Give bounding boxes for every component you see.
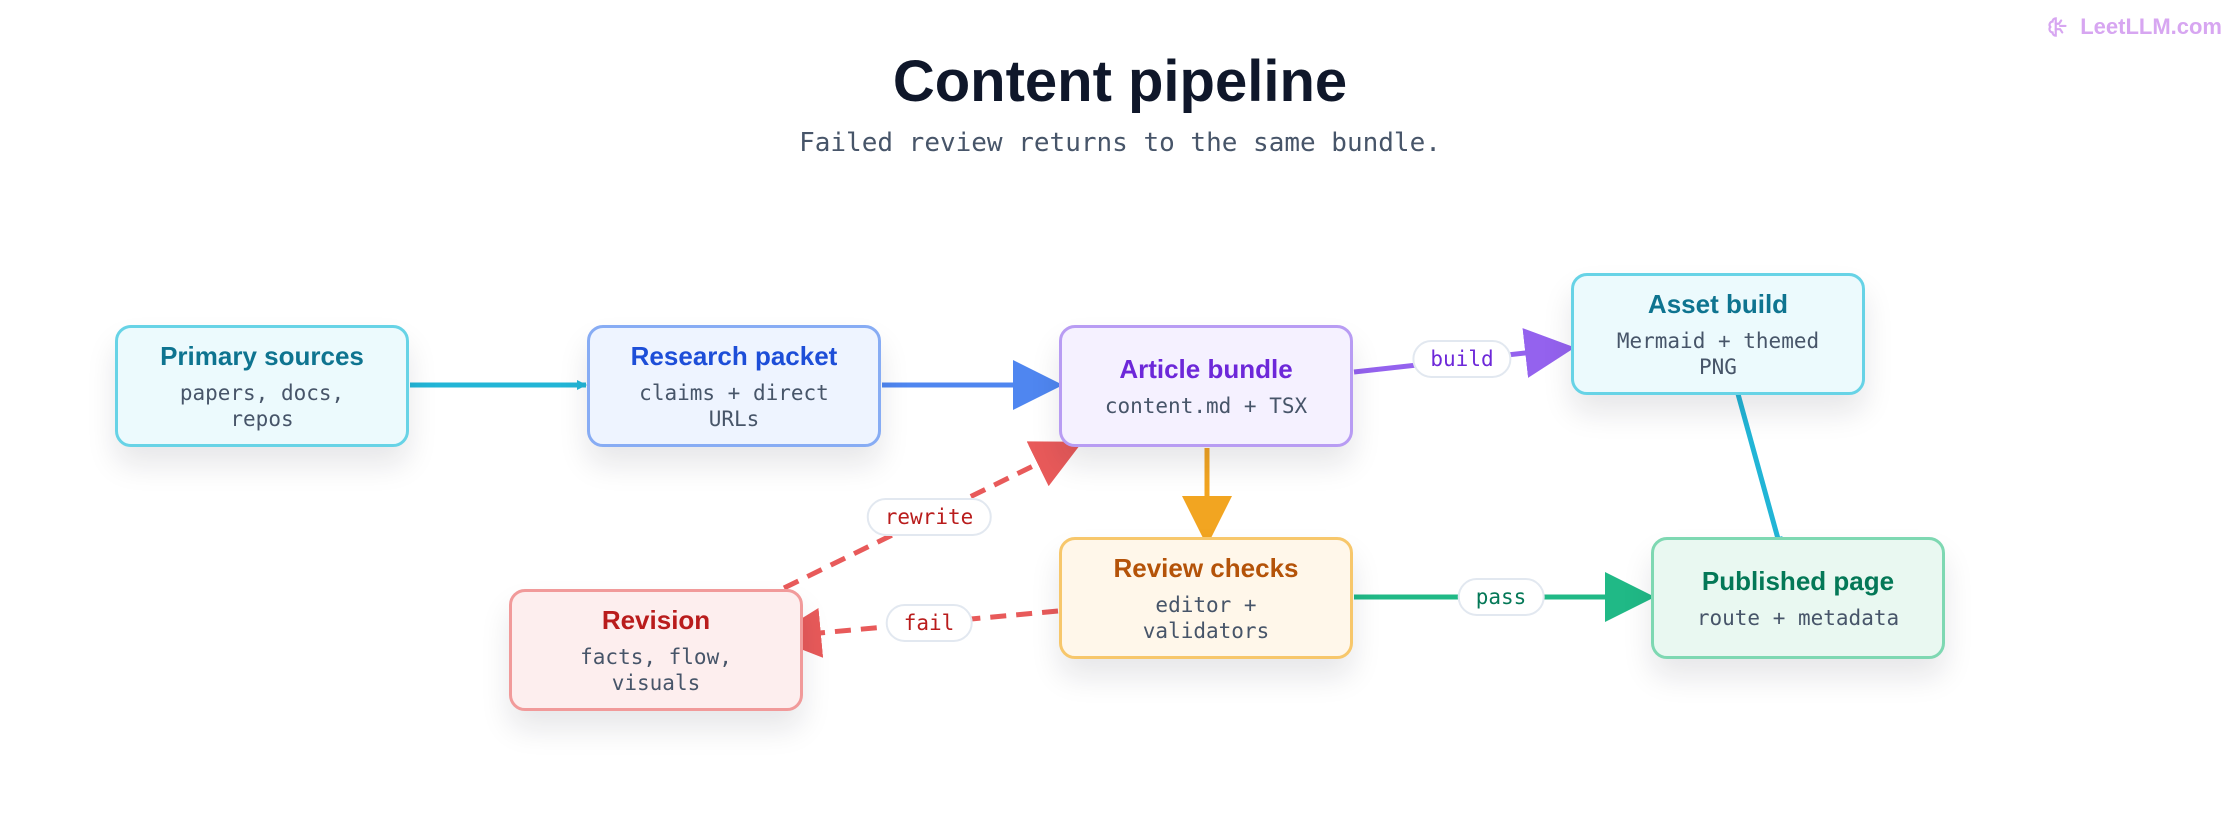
node-subtitle: route + metadata — [1696, 606, 1900, 630]
node-title: Review checks — [1113, 553, 1299, 583]
node-review-checks[interactable]: Review checks editor + validators — [1059, 537, 1353, 659]
brand-name: LeetLLM.com — [2080, 14, 2222, 39]
node-subtitle: facts, flow, visuals — [580, 645, 732, 695]
node-subtitle: Mermaid + themed PNG — [1616, 329, 1820, 379]
node-title: Primary sources — [160, 341, 364, 371]
node-revision[interactable]: Revision facts, flow, visuals — [509, 589, 803, 711]
node-subtitle: claims + direct URLs — [639, 381, 829, 431]
diagram-subtitle: Failed review returns to the same bundle… — [799, 128, 1441, 158]
node-article-bundle[interactable]: Article bundle content.md + TSX — [1059, 325, 1353, 447]
brain-icon — [2048, 17, 2067, 37]
edge-label-fail: fail — [885, 604, 973, 642]
node-primary-sources[interactable]: Primary sources papers, docs, repos — [115, 325, 409, 447]
brand-logo[interactable]: LeetLLM.com — [2046, 14, 2222, 40]
node-published-page[interactable]: Published page route + metadata — [1651, 537, 1945, 659]
node-title: Asset build — [1647, 289, 1789, 319]
node-subtitle: editor + validators — [1142, 593, 1270, 643]
edge-label-build: build — [1412, 340, 1512, 378]
edge-label-rewrite: rewrite — [866, 498, 992, 536]
diagram-title: Content pipeline — [892, 49, 1348, 114]
node-research-packet[interactable]: Research packet claims + direct URLs — [587, 325, 881, 447]
edge-asset-to-published — [1735, 393, 1783, 547]
node-asset-build[interactable]: Asset build Mermaid + themed PNG — [1571, 273, 1865, 395]
node-title: Published page — [1701, 566, 1895, 596]
node-subtitle: papers, docs, repos — [179, 381, 345, 431]
node-title: Revision — [601, 605, 711, 635]
node-title: Research packet — [630, 341, 838, 371]
edge-label-pass: pass — [1457, 578, 1545, 616]
node-subtitle: content.md + TSX — [1104, 394, 1308, 418]
node-title: Article bundle — [1119, 354, 1293, 384]
